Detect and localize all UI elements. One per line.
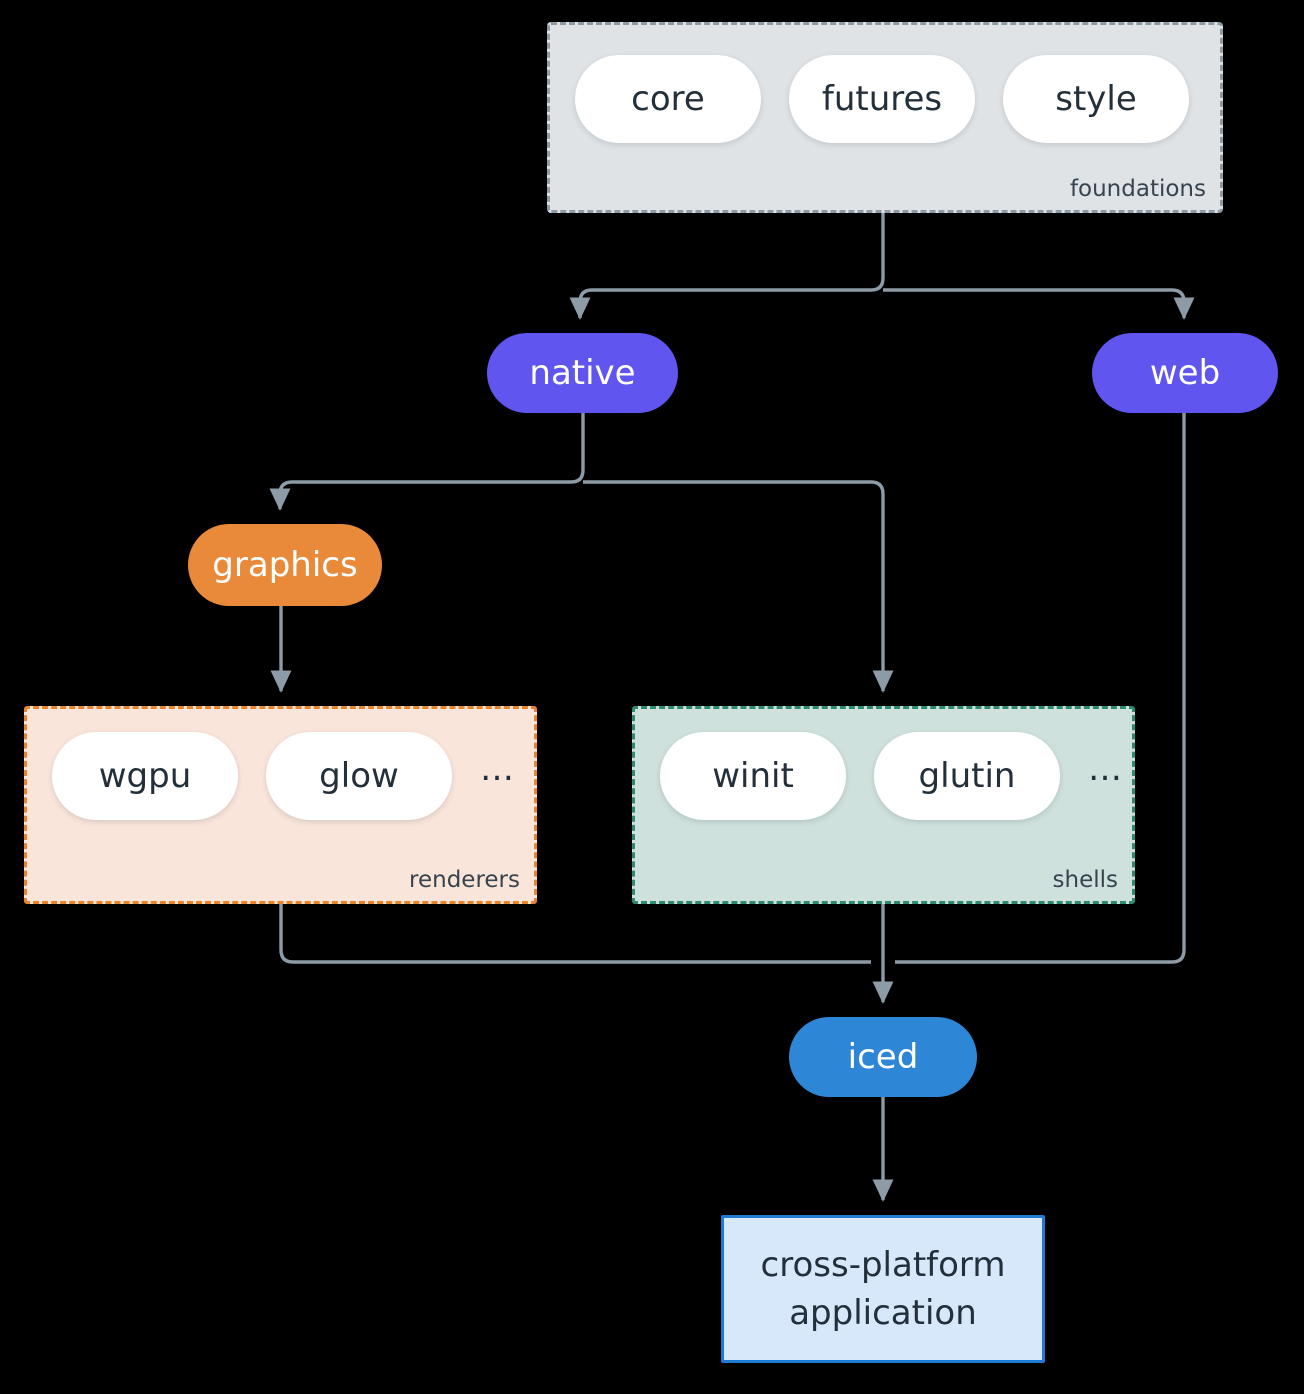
node-iced[interactable]: iced [789, 1017, 977, 1097]
node-cross-platform-application[interactable]: cross-platform application [721, 1215, 1045, 1363]
chip-style[interactable]: style [1003, 55, 1189, 143]
group-renderers-items: wgpu glow … [27, 732, 559, 820]
chip-winit[interactable]: winit [660, 732, 846, 820]
chip-core[interactable]: core [575, 55, 761, 143]
node-graphics[interactable]: graphics [188, 524, 382, 606]
application-line-1: cross-platform [760, 1244, 1006, 1285]
edge-foundations-web [883, 288, 1195, 320]
group-shells: winit glutin … shells [632, 706, 1135, 904]
group-foundations-label: foundations [1069, 176, 1206, 202]
shells-more-indicator: … [1088, 749, 1122, 789]
group-shells-label: shells [1052, 867, 1118, 893]
chip-glow[interactable]: glow [266, 732, 452, 820]
group-shells-items: winit glutin … [635, 732, 1157, 820]
node-web[interactable]: web [1092, 333, 1278, 413]
chip-wgpu[interactable]: wgpu [52, 732, 238, 820]
edge-renderers-iced [279, 904, 871, 964]
application-line-2: application [789, 1293, 977, 1333]
renderers-more-indicator: … [480, 749, 514, 789]
edge-foundations-bus [569, 213, 885, 320]
chip-futures[interactable]: futures [789, 55, 975, 143]
node-native[interactable]: native [487, 333, 678, 413]
group-renderers-label: renderers [409, 867, 520, 893]
edge-native-graphics [269, 413, 585, 511]
group-renderers: wgpu glow … renderers [24, 706, 537, 904]
group-foundations-items: core futures style [550, 55, 1245, 143]
edge-native-shells [583, 480, 894, 693]
chip-glutin[interactable]: glutin [874, 732, 1060, 820]
group-foundations: core futures style foundations [547, 22, 1223, 213]
